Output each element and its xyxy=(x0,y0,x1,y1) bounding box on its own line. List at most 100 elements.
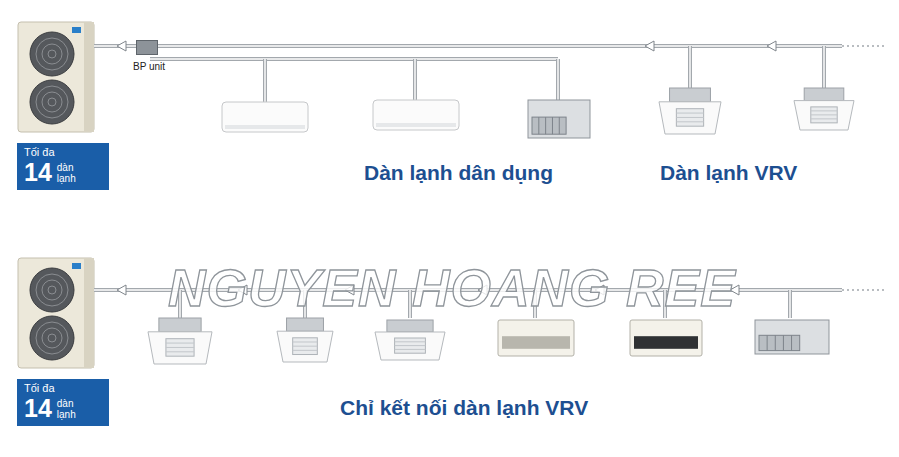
badge-row: 14dàn lạnh xyxy=(24,395,102,422)
group-heading: Dàn lạnh VRV xyxy=(660,161,797,185)
badge-text: Tối đa xyxy=(24,382,102,395)
ceiling-unit-body xyxy=(630,320,702,356)
cassette-panel xyxy=(659,102,721,134)
cassette-panel xyxy=(148,332,212,364)
refrigerant-pipe-core xyxy=(689,46,690,88)
ceiling-unit-body xyxy=(498,320,574,356)
cassette-body xyxy=(670,88,711,102)
fan-guard xyxy=(30,316,74,360)
fan-grille xyxy=(36,274,68,306)
flow-arrow xyxy=(645,41,654,51)
refrigerant-pipe xyxy=(556,59,560,100)
refrigerant-pipe xyxy=(413,59,417,100)
grille-bar xyxy=(166,351,194,352)
wall-unit-body xyxy=(373,100,459,130)
badge-text: dàn lạnh xyxy=(57,398,84,420)
wall-unit-body xyxy=(222,102,308,132)
cassette-panel xyxy=(375,332,445,360)
fan-grille xyxy=(36,322,68,354)
fan-grille xyxy=(42,44,62,64)
duct-fin xyxy=(783,335,784,350)
grille-bar xyxy=(811,114,837,115)
grille-bar xyxy=(395,341,426,342)
refrigerant-pipe xyxy=(94,44,842,48)
group-heading: Chỉ kết nối dàn lạnh VRV xyxy=(340,396,588,420)
refrigerant-pipe-core xyxy=(264,59,265,102)
badge-text: dàn lạnh xyxy=(57,162,84,184)
flow-arrow xyxy=(117,41,126,51)
fan-guard xyxy=(30,80,74,124)
unit-label: BP unit xyxy=(133,61,165,72)
flow-arrow xyxy=(117,285,126,295)
outdoor-unit xyxy=(18,22,94,132)
pipe-continuation xyxy=(842,45,884,47)
grille-bar xyxy=(676,121,703,122)
refrigerant-pipe xyxy=(150,57,558,61)
capacity-badge: Tối đa14dàn lạnh xyxy=(17,143,109,190)
bp-unit: BP unit xyxy=(136,40,165,72)
fan-grille xyxy=(36,38,68,70)
refrigerant-pipe xyxy=(688,46,692,88)
cassette-unit xyxy=(794,88,854,130)
brand-logo xyxy=(72,263,81,269)
grille-bar xyxy=(395,349,426,350)
badge-row: 14dàn lạnh xyxy=(24,159,102,186)
cassette-body xyxy=(804,88,844,101)
grille-bar xyxy=(166,347,194,348)
cassette-panel xyxy=(277,331,333,362)
duct-body xyxy=(528,100,590,138)
refrigerant-pipe-core xyxy=(94,45,842,46)
capacity-badge: Tối đa14dàn lạnh xyxy=(17,379,109,426)
duct-front xyxy=(759,335,800,350)
ceiling-unit xyxy=(498,320,574,356)
cassette-body xyxy=(287,318,324,331)
cassette-grille xyxy=(395,338,426,353)
grille-bar xyxy=(676,113,703,114)
grille-bar xyxy=(293,346,318,347)
cassette-grille xyxy=(811,107,837,123)
duct-fin xyxy=(552,117,553,134)
duct-fin xyxy=(767,335,768,350)
cassette-panel xyxy=(794,101,854,130)
flow-arrow xyxy=(767,41,776,51)
cassette-body xyxy=(159,318,201,332)
fan-guard xyxy=(30,268,74,312)
wall-unit-louver xyxy=(225,125,305,129)
fan-grille xyxy=(48,50,56,58)
grille-bar xyxy=(395,345,426,346)
refrigerant-pipe-core xyxy=(823,46,824,88)
badge-text: Tối đa xyxy=(24,146,102,159)
wall-mounted-unit xyxy=(222,102,308,132)
outdoor-side xyxy=(84,22,94,132)
group-heading: Dàn lạnh dân dụng xyxy=(364,161,553,185)
wall-mounted-unit xyxy=(373,100,459,130)
refrigerant-pipe-core xyxy=(557,59,558,100)
pipe-continuation xyxy=(842,289,884,291)
ceiling-unit-vent xyxy=(502,336,570,349)
fan-grille xyxy=(42,92,62,112)
duct-fin xyxy=(775,335,776,350)
grille-bar xyxy=(293,350,318,351)
refrigerant-pipe-core xyxy=(789,290,790,318)
cassette-unit xyxy=(277,318,333,362)
refrigerant-pipe-core xyxy=(150,58,558,59)
duct-front xyxy=(532,117,566,134)
outdoor-casing xyxy=(18,258,94,368)
fan-grille xyxy=(36,86,68,118)
badge-text: 14 xyxy=(24,159,52,186)
fan-grille xyxy=(48,286,56,294)
refrigerant-pipe xyxy=(788,290,792,318)
fan-grille xyxy=(42,328,62,348)
brand-logo xyxy=(72,27,81,33)
cassette-unit xyxy=(659,88,721,134)
grille-bar xyxy=(293,341,318,342)
wall-unit-louver xyxy=(376,123,456,127)
ducted-unit xyxy=(755,320,829,354)
badge-text: 14 xyxy=(24,395,52,422)
grille-bar xyxy=(166,343,194,344)
outdoor-unit xyxy=(18,258,94,368)
bp-unit-box xyxy=(136,40,158,55)
outdoor-casing xyxy=(18,22,94,132)
